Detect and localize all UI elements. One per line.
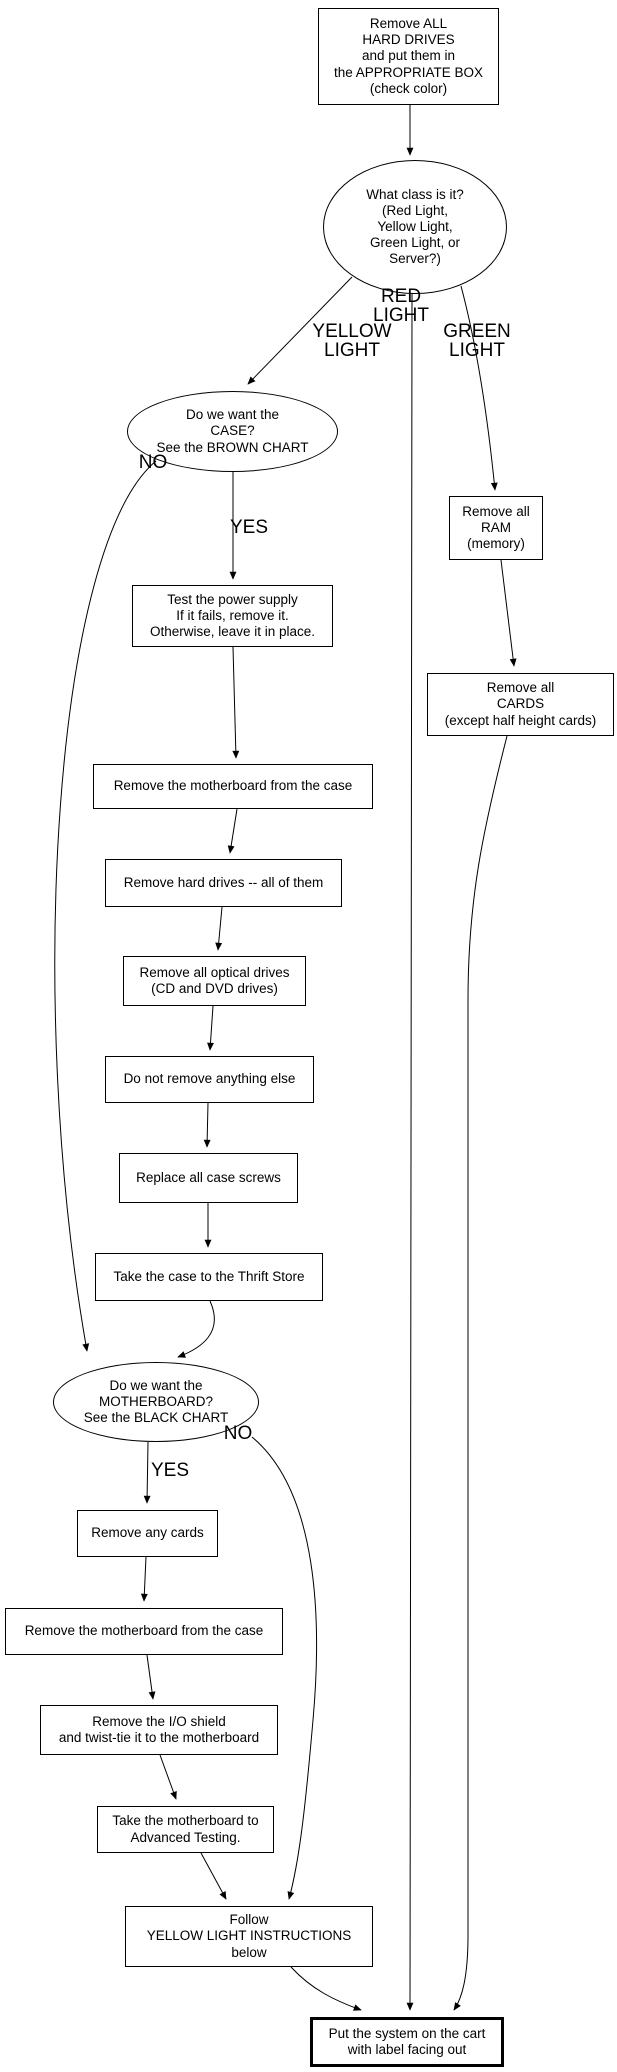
node-label: Remove any cards <box>91 1525 204 1541</box>
node-label: Remove all RAM (memory) <box>462 503 530 552</box>
node-want-motherboard-decision: Do we want the MOTHERBOARD? See the BLAC… <box>53 1362 259 1442</box>
edge-ram-to-cards <box>500 559 517 667</box>
node-take-case-to-thrift-store: Take the case to the Thrift Store <box>95 1253 323 1301</box>
edge-label-mobo-yes: YES <box>150 1460 190 1481</box>
node-remove-hard-drives: Remove hard drives -- all of them <box>105 859 342 907</box>
node-label: What class is it? (Red Light, Yellow Lig… <box>366 186 464 267</box>
edge-cards-to-mobo2 <box>140 1556 148 1602</box>
node-follow-yellow-instructions: Follow YELLOW LIGHT INSTRUCTIONS below <box>125 1906 373 1967</box>
edge-cards-to-cart <box>453 735 508 2011</box>
edge-label-red-light: RED LIGHT <box>373 286 429 327</box>
node-put-system-on-cart: Put the system on the cart with label fa… <box>310 2017 504 2067</box>
node-remove-all-hard-drives: Remove ALL HARD DRIVES and put them in t… <box>318 8 499 105</box>
node-label: Remove the motherboard from the case <box>24 1623 264 1639</box>
edge-label-mobo-no: NO <box>223 1423 253 1444</box>
node-label: Remove hard drives -- all of them <box>123 874 324 890</box>
node-remove-motherboard-from-case-2: Remove the motherboard from the case <box>5 1608 283 1655</box>
node-label: Take the case to the Thrift Store <box>113 1268 305 1284</box>
node-remove-all-cards: Remove all CARDS (except half height car… <box>427 673 614 736</box>
node-do-not-remove-anything-else: Do not remove anything else <box>105 1056 314 1103</box>
edge-mobo-no <box>251 1436 318 1900</box>
edge-mobo-to-hdd <box>227 808 238 854</box>
node-label: Take the motherboard to Advanced Testing… <box>112 1813 259 1845</box>
node-label: Do we want the CASE? See the BROWN CHART <box>156 407 309 455</box>
node-test-power-supply: Test the power supply If it fails, remov… <box>132 585 333 647</box>
node-remove-io-shield: Remove the I/O shield and twist-tie it t… <box>40 1705 278 1755</box>
node-want-case-decision: Do we want the CASE? See the BROWN CHART <box>127 391 338 472</box>
edge-label-green-light: GREEN LIGHT <box>443 321 511 362</box>
node-label: Remove all CARDS (except half height car… <box>444 680 597 728</box>
node-remove-ram: Remove all RAM (memory) <box>449 496 543 560</box>
edge-green-light <box>460 285 498 491</box>
node-label: Do we want the MOTHERBOARD? See the BLAC… <box>83 1377 229 1426</box>
node-label: Follow YELLOW LIGHT INSTRUCTIONS below <box>146 1912 352 1960</box>
node-label: Test the power supply If it fails, remov… <box>149 591 316 640</box>
node-label: Replace all case screws <box>136 1169 281 1185</box>
node-remove-motherboard-from-case: Remove the motherboard from the case <box>93 764 373 809</box>
edge-thrift-to-mobo-q <box>177 1300 215 1358</box>
edge-follow-to-cart <box>290 1966 362 2011</box>
node-label: Remove the motherboard from the case <box>113 778 353 794</box>
edge-label-yellow-light: YELLOW LIGHT <box>312 321 392 362</box>
edge-yellow-light <box>247 276 353 385</box>
edge-mobo2-to-io <box>146 1654 156 1700</box>
node-advanced-testing: Take the motherboard to Advanced Testing… <box>97 1806 274 1853</box>
node-label: Remove all optical drives (CD and DVD dr… <box>139 964 290 996</box>
edge-psu-to-mobo <box>232 646 240 759</box>
edge-red-light <box>406 293 414 2011</box>
node-remove-optical-drives: Remove all optical drives (CD and DVD dr… <box>123 956 306 1006</box>
edge-io-to-advanced <box>159 1754 177 1800</box>
edge-case-no <box>54 460 157 1352</box>
edge-mobo-yes <box>143 1441 151 1504</box>
edge-label-case-no: NO <box>138 452 168 473</box>
edge-optical-to-dnr <box>207 1005 214 1051</box>
node-what-class-decision: What class is it? (Red Light, Yellow Lig… <box>323 160 507 294</box>
node-label: Remove ALL HARD DRIVES and put them in t… <box>333 16 484 96</box>
edge-advanced-to-follow <box>200 1852 227 1900</box>
node-remove-any-cards: Remove any cards <box>77 1510 218 1557</box>
node-replace-case-screws: Replace all case screws <box>119 1153 298 1203</box>
node-label: Remove the I/O shield and twist-tie it t… <box>58 1713 260 1745</box>
edge-dnr-to-screws <box>203 1102 211 1148</box>
node-label: Put the system on the cart with label fa… <box>328 2025 486 2057</box>
edge-label-case-yes: YES <box>229 517 269 538</box>
node-label: Do not remove anything else <box>123 1071 296 1087</box>
edge-hdd-to-optical <box>215 906 223 951</box>
